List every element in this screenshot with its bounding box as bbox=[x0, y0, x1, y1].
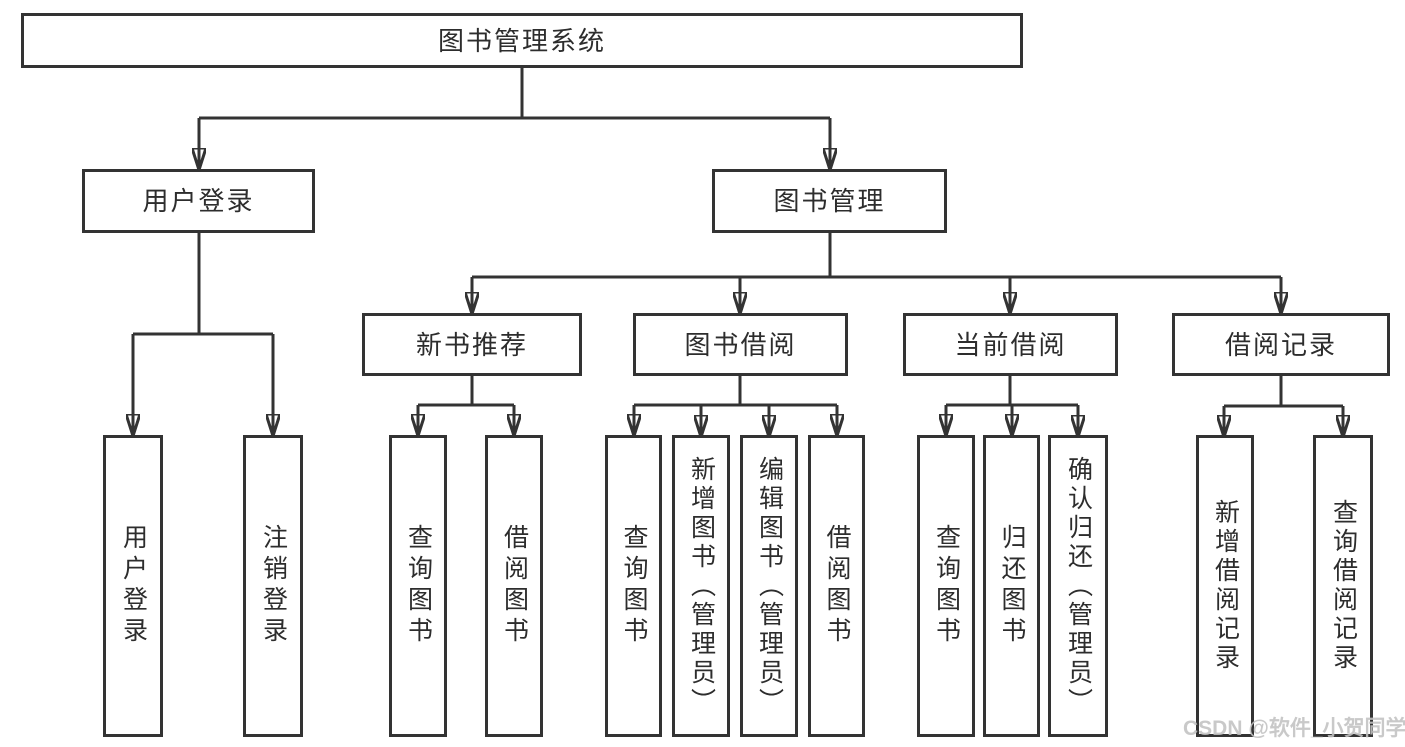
connector-new-rec-trunk bbox=[418, 376, 514, 407]
leaf-borrow-add-book-admin: 新增图书（管理员） bbox=[672, 435, 730, 737]
connector-cur-borrow-trunk bbox=[946, 376, 1078, 407]
connector-root-trunk bbox=[199, 68, 830, 120]
leaf-logout: 注销登录 bbox=[243, 435, 303, 737]
leaf-record-query-borrow-record: 查询借阅记录 bbox=[1313, 435, 1373, 737]
node-book-borrow: 图书借阅 bbox=[633, 313, 848, 376]
leaf-borrow-query-book: 查询图书 bbox=[605, 435, 662, 737]
connector-book-mgmt-trunk bbox=[472, 233, 1281, 279]
watermark-text: CSDN @软件_小贺同学 bbox=[1183, 717, 1405, 740]
connector-borrow-rec-trunk bbox=[1224, 376, 1343, 408]
connector-user-login-trunk bbox=[133, 233, 273, 336]
leaf-current-confirm-return-admin: 确认归还（管理员） bbox=[1048, 435, 1108, 737]
leaf-borrow-edit-book-admin: 编辑图书（管理员） bbox=[740, 435, 798, 737]
node-borrow-record: 借阅记录 bbox=[1172, 313, 1390, 376]
leaf-record-add-borrow-record: 新增借阅记录 bbox=[1196, 435, 1254, 737]
leaf-borrow-borrow-book: 借阅图书 bbox=[808, 435, 865, 737]
node-current-borrow: 当前借阅 bbox=[903, 313, 1118, 376]
leaf-current-query-book: 查询图书 bbox=[917, 435, 975, 737]
leaf-user-login: 用户登录 bbox=[103, 435, 163, 737]
connector-book-borrow-trunk bbox=[634, 376, 837, 407]
node-root-system: 图书管理系统 bbox=[21, 13, 1023, 68]
node-new-book-recommend: 新书推荐 bbox=[362, 313, 582, 376]
leaf-current-return-book: 归还图书 bbox=[983, 435, 1040, 737]
node-book-management: 图书管理 bbox=[712, 169, 947, 233]
leaf-newrec-borrow-book: 借阅图书 bbox=[485, 435, 543, 737]
node-user-login: 用户登录 bbox=[82, 169, 315, 233]
leaf-newrec-query-book: 查询图书 bbox=[389, 435, 447, 737]
